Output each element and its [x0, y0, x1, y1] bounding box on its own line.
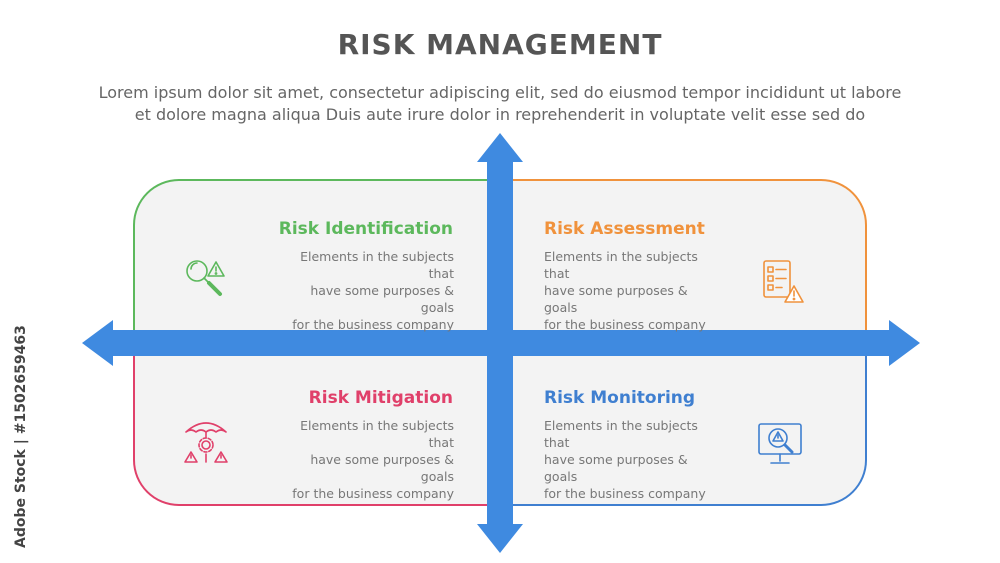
text-line: have some purposes & goals	[544, 283, 688, 315]
text-line: Elements in the subjects that	[544, 249, 698, 281]
text-line: have some purposes & goals	[310, 283, 454, 315]
quadrant-risk-identification	[133, 179, 500, 342]
text-line: for the business company	[292, 486, 454, 501]
risk-identification-text: Elements in the subjects that have some …	[274, 248, 454, 333]
page-title: RISK MANAGEMENT	[337, 28, 663, 61]
watermark: Adobe Stock | #1502659463	[13, 325, 29, 548]
magnifier-warning-icon	[186, 260, 225, 296]
umbrella-gear-warning-icon	[184, 422, 228, 463]
quadrant-risk-monitoring	[500, 342, 867, 506]
risk-identification-title: Risk Identification	[278, 219, 453, 239]
text-line: Elements in the subjects that	[544, 418, 698, 450]
risk-assessment-text: Elements in the subjects that have some …	[544, 248, 724, 333]
quadrant-risk-mitigation	[133, 342, 500, 506]
text-line: for the business company	[544, 486, 706, 501]
subtitle-line-1: Lorem ipsum dolor sit amet, consectetur …	[98, 83, 902, 102]
arrow-head-down	[477, 524, 523, 553]
text-line: have some purposes & goals	[544, 452, 688, 484]
watermark-text: Adobe Stock | #1502659463	[13, 325, 29, 548]
text-line: Elements in the subjects that	[300, 249, 454, 281]
arrow-head-up	[477, 133, 523, 162]
text-line: for the business company	[544, 317, 706, 332]
risk-mitigation-title: Risk Mitigation	[308, 388, 453, 408]
text-line: Elements in the subjects that	[300, 418, 454, 450]
risk-monitoring-title: Risk Monitoring	[544, 388, 696, 408]
risk-monitoring-text: Elements in the subjects that have some …	[544, 417, 724, 502]
checklist-warning-icon	[763, 260, 804, 303]
risk-assessment-title: Risk Assessment	[544, 219, 705, 239]
quadrant-risk-assessment	[500, 179, 867, 342]
monitor-warning-icon	[758, 423, 802, 464]
arrow-head-right	[889, 320, 920, 366]
arrow-head-left	[82, 320, 113, 366]
text-line: have some purposes & goals	[310, 452, 454, 484]
subtitle-line-2: et dolore magna aliqua Duis aute irure d…	[134, 105, 866, 124]
page-subtitle: Lorem ipsum dolor sit amet, consectetur …	[40, 82, 960, 126]
risk-mitigation-text: Elements in the subjects that have some …	[274, 417, 454, 502]
horizontal-arrow-shaft	[110, 330, 892, 356]
text-line: for the business company	[292, 317, 454, 332]
